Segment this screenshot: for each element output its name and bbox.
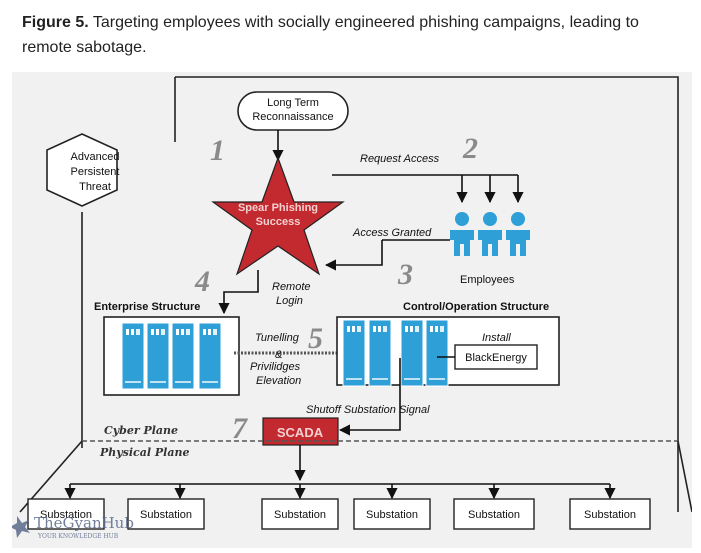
apt-boundary-line bbox=[81, 76, 679, 512]
remote-login-label-1: Remote bbox=[272, 281, 311, 293]
access-granted-label: Access Granted bbox=[352, 227, 432, 239]
figure-label: Figure 5. bbox=[22, 14, 89, 31]
physical-right-edge bbox=[677, 440, 693, 513]
apt-label-1: Advanced bbox=[71, 151, 120, 163]
substation-6: Substation bbox=[569, 498, 651, 530]
enterprise-title: Enterprise Structure bbox=[94, 301, 200, 313]
step-3: 3 bbox=[397, 258, 413, 291]
figure-caption: Figure 5. Targeting employees with socia… bbox=[22, 10, 688, 60]
spear-phishing-star: Spear Phishing Success bbox=[211, 156, 345, 276]
substation-4-label: Substation bbox=[366, 509, 418, 521]
recon-label-1: Long Term bbox=[267, 97, 319, 109]
watermark-tagline: YOUR KNOWLEDGE HUB bbox=[37, 533, 119, 540]
diagram-panel: Advanced Persistent Threat Long Term Rec… bbox=[10, 72, 693, 548]
step-4: 4 bbox=[194, 265, 210, 298]
watermark-logo: TheGyanHub YOUR KNOWLEDGE HUB bbox=[10, 514, 134, 540]
shutoff-arrow bbox=[338, 358, 401, 436]
reconnaissance-node: Long Term Reconnaissance bbox=[237, 91, 349, 131]
remote-login-label-2: Login bbox=[276, 295, 303, 307]
watermark-name: TheGyanHub bbox=[34, 514, 134, 532]
substation-4: Substation bbox=[353, 498, 431, 530]
spear-label-1: Spear Phishing bbox=[238, 202, 318, 214]
step-5: 5 bbox=[308, 322, 323, 355]
cyber-plane-label: Cyber Plane bbox=[104, 424, 178, 437]
apt-label-3: Threat bbox=[79, 181, 111, 193]
substation-1-label: Substation bbox=[40, 509, 92, 521]
tunelling-label-1: Tunelling bbox=[255, 332, 300, 344]
substation-2: Substation bbox=[127, 498, 205, 530]
apt-node: Advanced Persistent Threat bbox=[46, 133, 120, 207]
step-1: 1 bbox=[210, 134, 225, 167]
tunelling-label-4: Elevation bbox=[256, 375, 301, 387]
physical-plane-label: Physical Plane bbox=[99, 446, 189, 459]
caption-text: Targeting employees with socially engine… bbox=[22, 14, 639, 56]
blackenergy-label: BlackEnergy bbox=[465, 352, 527, 364]
spear-label-2: Success bbox=[256, 216, 301, 228]
step-2: 2 bbox=[462, 132, 478, 165]
substation-6-label: Substation bbox=[584, 509, 636, 521]
employees-label: Employees bbox=[460, 274, 515, 286]
substation-3-label: Substation bbox=[274, 509, 326, 521]
substation-1: Substation bbox=[27, 498, 105, 530]
substation-2-label: Substation bbox=[140, 509, 192, 521]
remote-login-arrow bbox=[218, 270, 259, 315]
recon-label-2: Reconnaissance bbox=[252, 111, 333, 123]
step-7: 7 bbox=[232, 412, 248, 445]
access-granted-arrow bbox=[324, 240, 383, 271]
apt-label-2: Persistent bbox=[71, 166, 120, 178]
substation-5-label: Substation bbox=[468, 509, 520, 521]
install-label: Install bbox=[482, 332, 511, 344]
request-access-label: Request Access bbox=[360, 153, 440, 165]
tunelling-label-3: Privilidges bbox=[250, 361, 301, 373]
tunelling-label-2: & bbox=[275, 349, 282, 361]
substation-5: Substation bbox=[453, 498, 535, 530]
scada-label: SCADA bbox=[277, 425, 324, 440]
substation-3: Substation bbox=[261, 498, 339, 530]
control-title: Control/Operation Structure bbox=[403, 301, 549, 313]
enterprise-servers bbox=[103, 316, 240, 396]
watermark-icon bbox=[10, 516, 30, 538]
attack-flow-diagram: Advanced Persistent Threat Long Term Rec… bbox=[10, 76, 693, 540]
employees-icon bbox=[450, 212, 530, 256]
shutoff-label: Shutoff Substation Signal bbox=[306, 404, 430, 416]
